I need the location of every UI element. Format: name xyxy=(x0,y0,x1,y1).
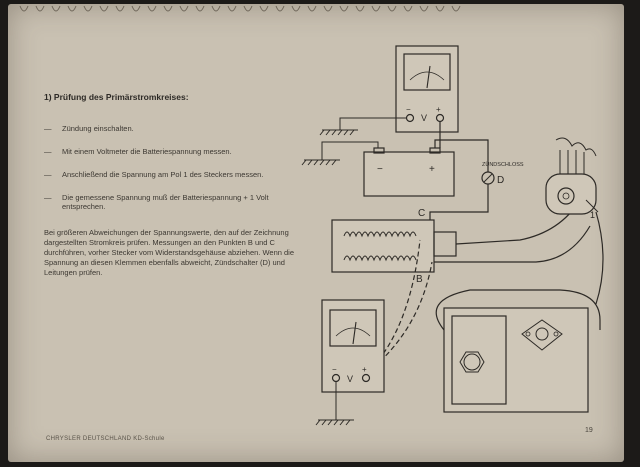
page-number: 19 xyxy=(585,427,593,434)
battery-minus-label: − xyxy=(377,164,383,175)
wire xyxy=(434,122,441,148)
bottom-meter-minus-terminal xyxy=(331,373,341,383)
step-item: — Anschließend die Spannung am Pol 1 des… xyxy=(44,170,289,179)
section-heading: 1) Prüfung des Primärstromkreises: xyxy=(44,92,189,102)
connector-plug-icon xyxy=(545,137,599,215)
ground-icon xyxy=(319,117,406,136)
bottom-meter-minus-label: − xyxy=(332,365,337,374)
step-item: — Mit einem Voltmeter die Batteriespannu… xyxy=(44,147,289,156)
step-item: — Die gemessene Spannung muß der Batteri… xyxy=(44,193,289,211)
wire xyxy=(595,211,604,305)
coil-winding-upper xyxy=(343,231,417,238)
top-meter-minus-label: − xyxy=(406,105,411,114)
step-list: — Zündung einschalten. — Mit einem Voltm… xyxy=(44,124,289,225)
top-meter-minus-terminal xyxy=(405,113,415,123)
step-dash: — xyxy=(44,193,52,202)
coil-winding-lower xyxy=(343,255,417,262)
resistor-box xyxy=(331,219,457,273)
test-lead-c xyxy=(367,239,421,373)
step-text: Anschließend die Spannung am Pol 1 des S… xyxy=(62,170,264,179)
top-meter-plus-label: + xyxy=(436,105,441,114)
battery-plus-label: + xyxy=(429,164,435,175)
bottom-meter-plus-label: + xyxy=(362,365,367,374)
ground-icon xyxy=(315,382,354,426)
test-lead-b xyxy=(367,261,433,373)
ground-icon xyxy=(301,141,379,166)
point-b-label: B xyxy=(416,274,423,285)
spiral-binding xyxy=(19,5,461,12)
bottom-meter-unit-label: V xyxy=(347,374,353,384)
top-meter-plus-terminal xyxy=(435,113,445,123)
breaker-plate xyxy=(443,307,589,413)
ignition-switch-letter: D xyxy=(497,175,504,186)
step-dash: — xyxy=(44,170,52,179)
point-c-label: C xyxy=(418,208,425,219)
top-voltmeter xyxy=(395,45,459,133)
body-paragraph: Bei größeren Abweichungen der Spannungsw… xyxy=(44,228,295,277)
connector-pin-label: 1 xyxy=(590,210,595,220)
step-text: Die gemessene Spannung muß der Batteries… xyxy=(62,193,269,211)
bottom-voltmeter xyxy=(321,299,385,393)
step-item: — Zündung einschalten. xyxy=(44,124,289,133)
step-text: Zündung einschalten. xyxy=(62,124,134,133)
wire xyxy=(434,225,591,263)
ignition-switch-label: ZÜNDSCHLOSS xyxy=(482,161,524,168)
wire xyxy=(435,289,601,331)
bottom-meter-plus-terminal xyxy=(361,373,371,383)
footer-publisher: CHRYSLER DEUTSCHLAND KD-Schule xyxy=(46,436,165,442)
wire xyxy=(429,184,489,222)
step-dash: — xyxy=(44,147,52,156)
wire xyxy=(439,139,489,172)
step-dash: — xyxy=(44,124,52,133)
step-text: Mit einem Voltmeter die Batteriespannung… xyxy=(62,147,232,156)
top-meter-unit-label: V xyxy=(421,113,427,123)
battery xyxy=(363,147,455,197)
